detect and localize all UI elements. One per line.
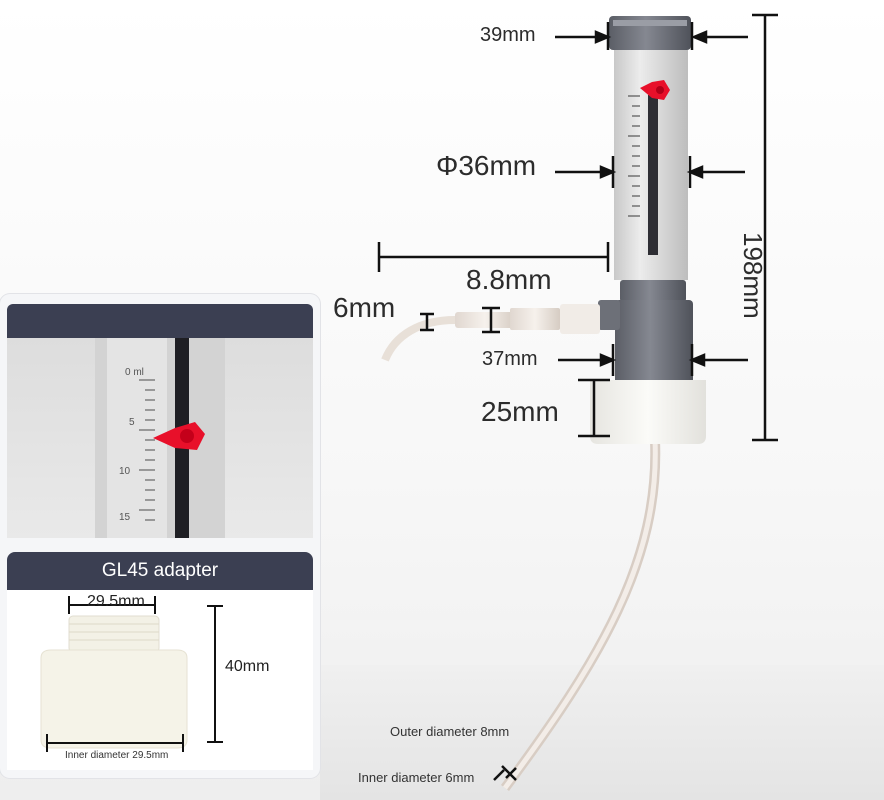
intake-tube <box>500 439 661 791</box>
adapter-inner-diameter-label: Inner diameter 29.5mm <box>65 750 169 761</box>
cap-height-label: 25mm <box>481 396 559 427</box>
scale-mark-10: 10 <box>119 466 131 477</box>
adapter-height-label: 40mm <box>225 658 270 675</box>
screw-cap <box>590 380 706 444</box>
red-knob <box>640 80 670 100</box>
dimension-lines <box>377 13 778 781</box>
scale-mark-15: 15 <box>119 512 131 523</box>
cylinder-diameter-label: Φ36mm <box>436 150 537 181</box>
outer-diameter-label: Outer diameter 8mm <box>390 724 510 739</box>
valve-width-label: 37mm <box>482 348 538 370</box>
valve-block <box>620 280 686 302</box>
adapter-photo: 29.5mm 40mm Inner diameter 29.5mm <box>7 590 313 770</box>
adapter-top-diameter-label: 29.5mm <box>87 593 145 610</box>
inner-diameter-label: Inner diameter 6mm <box>358 770 475 785</box>
detail-header-bar <box>7 304 313 338</box>
scale-closeup-drawing: 0 ml 5 10 15 <box>95 338 225 538</box>
cylinder-scale <box>628 95 640 217</box>
discharge-nozzle <box>381 304 600 362</box>
top-cap-width-label: 39mm <box>480 24 536 46</box>
scale-mark-0: 0 ml <box>125 367 144 378</box>
adapter-header: GL45 adapter <box>7 552 313 590</box>
scale-closeup: 0 ml 5 10 15 <box>7 338 313 538</box>
scale-mark-5: 5 <box>129 417 135 428</box>
adapter-drawing <box>40 596 223 752</box>
floor-shadow <box>320 665 884 800</box>
nozzle-label: 6mm <box>333 292 396 323</box>
total-height-label: 198mm <box>738 232 768 319</box>
detail-panel: 0 ml 5 10 15 GL45 adapter <box>0 294 320 778</box>
reach-label: 8.8mm <box>466 264 552 295</box>
